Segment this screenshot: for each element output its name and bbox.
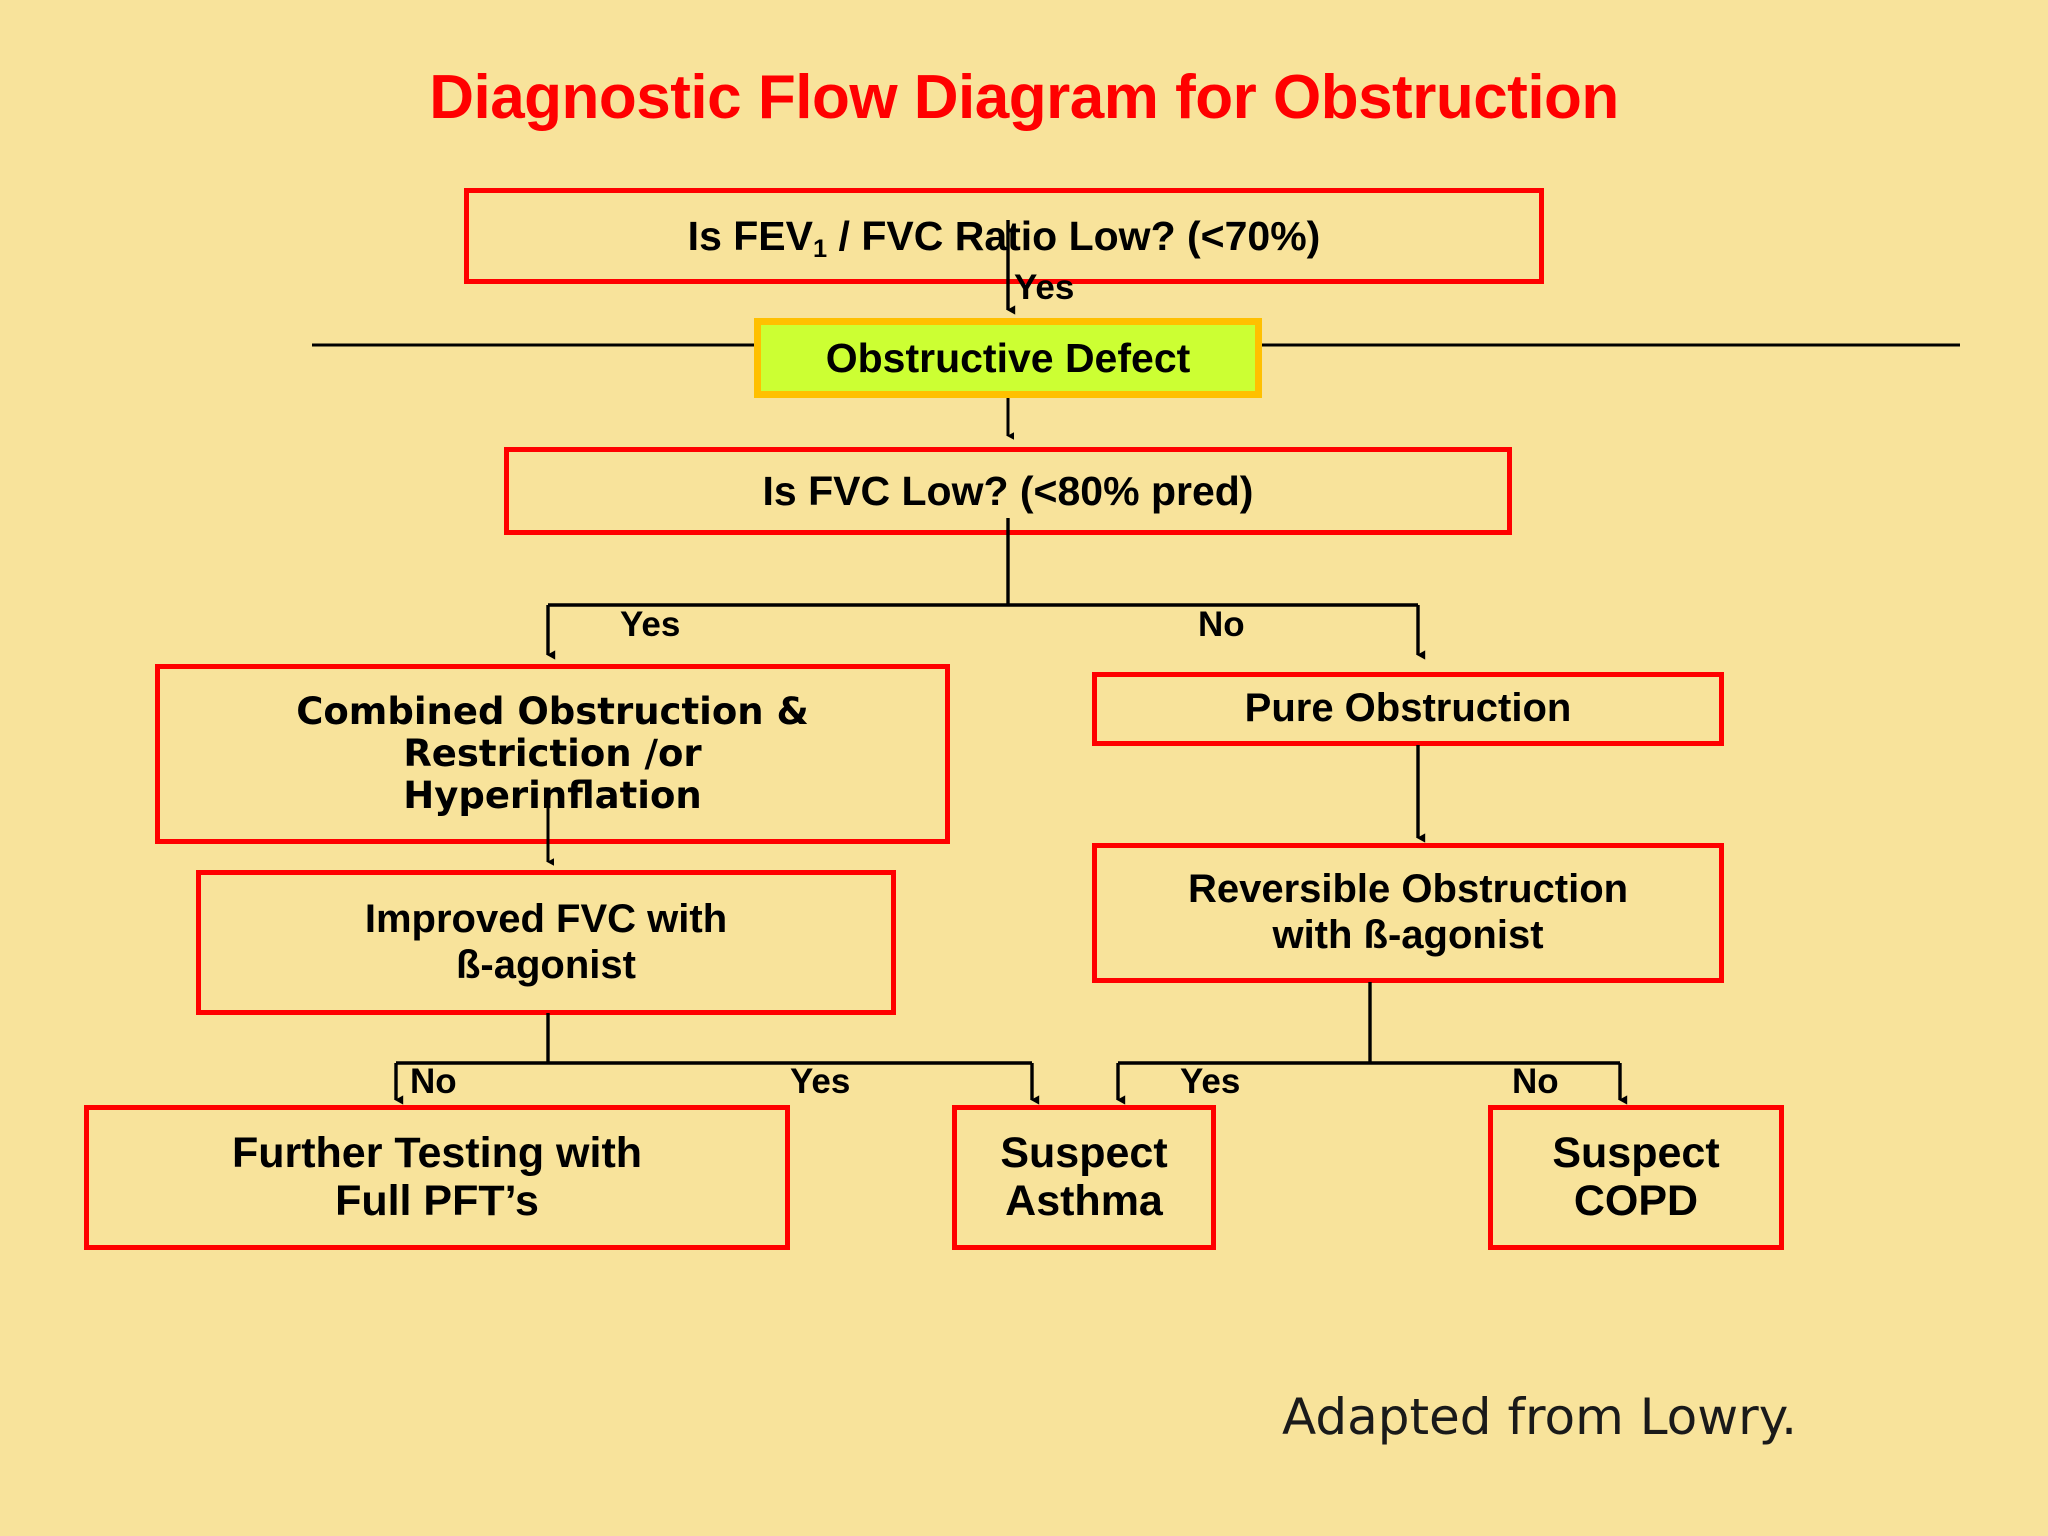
node-obstructive-defect-label: Obstructive Defect <box>825 334 1191 381</box>
node-pure-obstruction-label: Pure Obstruction <box>1244 686 1572 731</box>
node-suspect-asthma-line2: Asthma <box>1005 1176 1163 1225</box>
edge-label-improved-no: No <box>410 1062 457 1101</box>
node-obstructive-defect[interactable]: Obstructive Defect <box>754 318 1262 398</box>
edge-label-fev-yes: Yes <box>1014 268 1075 307</box>
edge-label-reversible-yes: Yes <box>1180 1062 1241 1101</box>
edge-label-reversible-no: No <box>1512 1062 1559 1101</box>
edge-label-improved-yes: Yes <box>790 1062 851 1101</box>
fev1-subscript: 1 <box>813 235 828 264</box>
node-pure-obstruction[interactable]: Pure Obstruction <box>1092 672 1724 746</box>
node-suspect-copd[interactable]: Suspect COPD <box>1488 1105 1784 1250</box>
node-reversible-line2: with ß-agonist <box>1272 913 1544 957</box>
attribution-text: Adapted from Lowry. <box>1282 1388 1798 1446</box>
node-suspect-copd-line1: Suspect <box>1552 1129 1720 1178</box>
node-fvc-low-question[interactable]: Is FVC Low? (<80% pred) <box>504 447 1512 535</box>
node-combined-line1: Combined Obstruction & <box>296 689 809 733</box>
node-fev1-fvc-ratio-text: Is FEV1 / FVC Ratio Low? (<70%) <box>687 212 1321 264</box>
node-suspect-asthma-line1: Suspect <box>1000 1129 1168 1178</box>
node-further-testing-line1: Further Testing with <box>231 1129 643 1178</box>
node-combined-line2: Restriction /or <box>403 731 702 775</box>
node-further-testing-line2: Full PFT’s <box>335 1176 539 1225</box>
page-title: Diagnostic Flow Diagram for Obstruction <box>429 63 1619 132</box>
node-combined-line3: Hyperinflation <box>403 774 702 818</box>
edge-label-fvc-no: No <box>1198 605 1245 644</box>
node-improved-fvc-line1: Improved FVC with <box>364 896 728 941</box>
node-fvc-low-label: Is FVC Low? (<80% pred) <box>762 467 1254 514</box>
node-fev1-fvc-ratio-question[interactable]: Is FEV1 / FVC Ratio Low? (<70%) <box>464 188 1544 284</box>
node-reversible-line1: Reversible Obstruction <box>1187 867 1629 912</box>
node-reversible-obstruction[interactable]: Reversible Obstruction with ß-agonist <box>1092 843 1724 983</box>
node-improved-fvc-beta-agonist[interactable]: Improved FVC with ß-agonist <box>196 870 896 1015</box>
node-combined-obstruction-restriction[interactable]: Combined Obstruction & Restriction /or H… <box>155 664 950 844</box>
node-suspect-copd-line2: COPD <box>1573 1176 1699 1225</box>
node-further-testing-full-pfts[interactable]: Further Testing with Full PFT’s <box>84 1105 790 1250</box>
node-suspect-asthma[interactable]: Suspect Asthma <box>952 1105 1216 1250</box>
node-improved-fvc-line2: ß-agonist <box>456 942 636 987</box>
edge-label-fvc-yes: Yes <box>620 605 681 644</box>
